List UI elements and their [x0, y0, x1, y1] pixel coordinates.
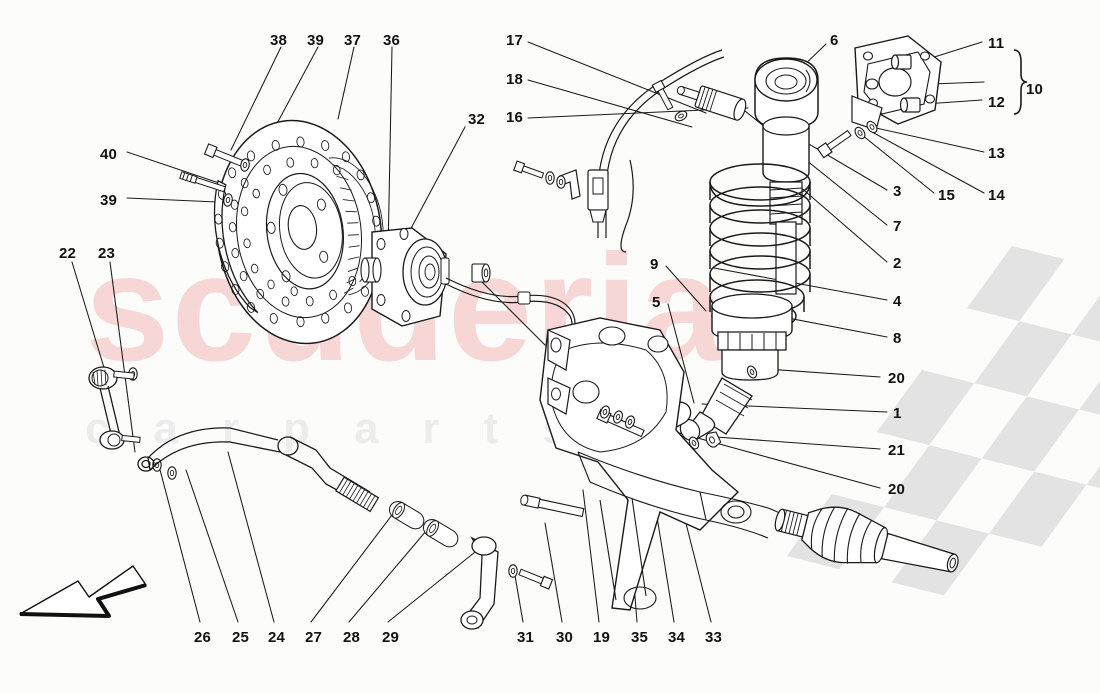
callout-20-26: 20 — [888, 370, 906, 387]
anti-roll-bar-drop-link — [88, 366, 554, 630]
upper-shock-mount-bracket — [816, 35, 1028, 159]
callout-39-1: 39 — [307, 32, 325, 49]
callout-31-36: 31 — [517, 629, 535, 646]
callout-4-23: 4 — [893, 293, 902, 310]
callout-39-17: 39 — [100, 192, 118, 209]
callout-15-14: 15 — [938, 187, 956, 204]
callout-36-3: 36 — [383, 32, 401, 49]
svg-text:carparts: carparts — [85, 404, 611, 453]
callout-23-20: 23 — [98, 245, 116, 262]
callout-24-32: 24 — [268, 629, 286, 646]
callout-7-18: 7 — [893, 218, 902, 235]
brake-hose-assembly — [513, 49, 747, 253]
callout-17-4: 17 — [506, 32, 524, 49]
callout-18-7: 18 — [506, 71, 524, 88]
callout-12-10: 12 — [988, 94, 1006, 111]
callout-10-8: 10 — [1026, 81, 1044, 98]
forward-direction-arrow — [19, 565, 147, 618]
callout-22-19: 22 — [59, 245, 77, 262]
callout-20-29: 20 — [888, 481, 906, 498]
callout-38-0: 38 — [270, 32, 288, 49]
callout-40-13: 40 — [100, 146, 118, 163]
brake-disc-assembly — [179, 119, 384, 345]
rear-upright-knuckle — [520, 317, 801, 611]
callout-32-11: 32 — [468, 111, 486, 128]
callout-13-12: 13 — [988, 145, 1006, 162]
callout-28-34: 28 — [343, 629, 361, 646]
callout-30-37: 30 — [556, 629, 574, 646]
callout-33-41: 33 — [705, 629, 723, 646]
callout-11-6: 11 — [988, 35, 1005, 52]
callout-14-15: 14 — [988, 187, 1006, 204]
callout-19-38: 19 — [593, 629, 611, 646]
callout-25-31: 25 — [232, 629, 250, 646]
callout-2-21: 2 — [893, 255, 902, 272]
callout-9-22: 9 — [650, 256, 659, 273]
callout-1-27: 1 — [893, 405, 902, 422]
callout-3-16: 3 — [893, 183, 902, 200]
disc-fixing-hardware — [179, 143, 251, 208]
driveshaft-cv-joint — [774, 506, 959, 573]
callout-5-24: 5 — [652, 294, 661, 311]
callout-27-33: 27 — [305, 629, 323, 646]
callout-29-35: 29 — [382, 629, 400, 646]
callout-26-30: 26 — [194, 629, 212, 646]
callout-8-25: 8 — [893, 330, 902, 347]
spring-adjuster-collar — [711, 293, 793, 381]
callout-37-2: 37 — [344, 32, 362, 49]
callout-21-28: 21 — [888, 442, 906, 459]
shock-absorber-and-spring — [641, 57, 819, 451]
wheel-hub-bearing — [360, 227, 491, 327]
callout-6-5: 6 — [830, 32, 839, 49]
callout-16-9: 16 — [506, 109, 524, 126]
callout-35-39: 35 — [631, 629, 649, 646]
callout-34-40: 34 — [668, 629, 686, 646]
